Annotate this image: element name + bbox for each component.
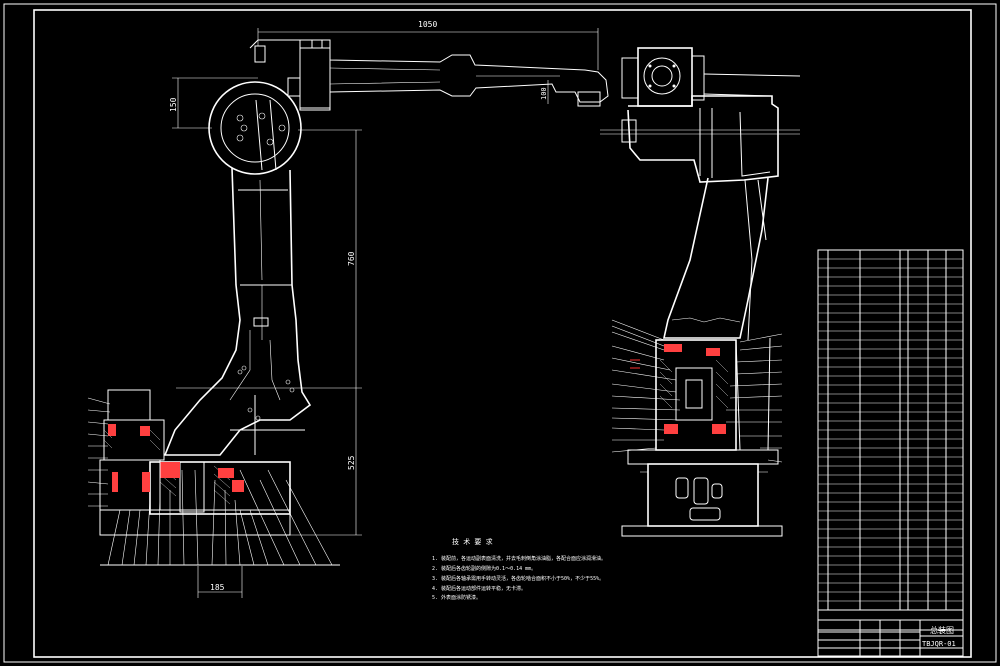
tech-requirement-4: 4. 装配后各运动部件运转平稳，无卡滞。 <box>432 585 526 592</box>
title-block: 总装图 TBJQR-01 <box>817 609 964 657</box>
tech-requirement-5: 5. 外表面涂防锈漆。 <box>432 594 481 601</box>
dim-base-width: 185 <box>210 583 225 592</box>
tech-requirement-1: 1. 装配前，各运动副表面清洗，并去毛刺倒角涂油脂，各配合面应涂润滑油。 <box>432 555 606 562</box>
dim-arm-length: 760 <box>347 251 356 266</box>
tech-requirements-title: 技 术 要 求 <box>452 537 493 546</box>
tech-requirements: 技 术 要 求 1. 装配前，各运动副表面清洗，并去毛刺倒角涂油脂，各配合面应涂… <box>432 537 606 601</box>
tech-requirement-3: 3. 装配后各轴承需用手转动灵活，各齿轮啮合面积不小于50%，不少于55%。 <box>432 575 604 582</box>
right-view-robot-front <box>600 47 801 537</box>
dim-upper-offset: 150 <box>169 97 178 112</box>
drawing-frame <box>3 3 997 663</box>
parts-list-table <box>817 249 964 631</box>
drawing-number: TBJQR-01 <box>922 640 956 648</box>
tech-requirement-2: 2. 装配后各齿轮副的侧隙为0.1～0.14 mm。 <box>432 565 536 572</box>
dim-top-width: 1050 <box>418 20 437 29</box>
drawing-name: 总装图 <box>930 625 954 635</box>
left-view-robot-arm: 1050 150 100 760 525 185 <box>87 20 609 598</box>
dim-base-height: 525 <box>347 455 356 470</box>
dim-wrist-offset: 100 <box>540 87 548 100</box>
